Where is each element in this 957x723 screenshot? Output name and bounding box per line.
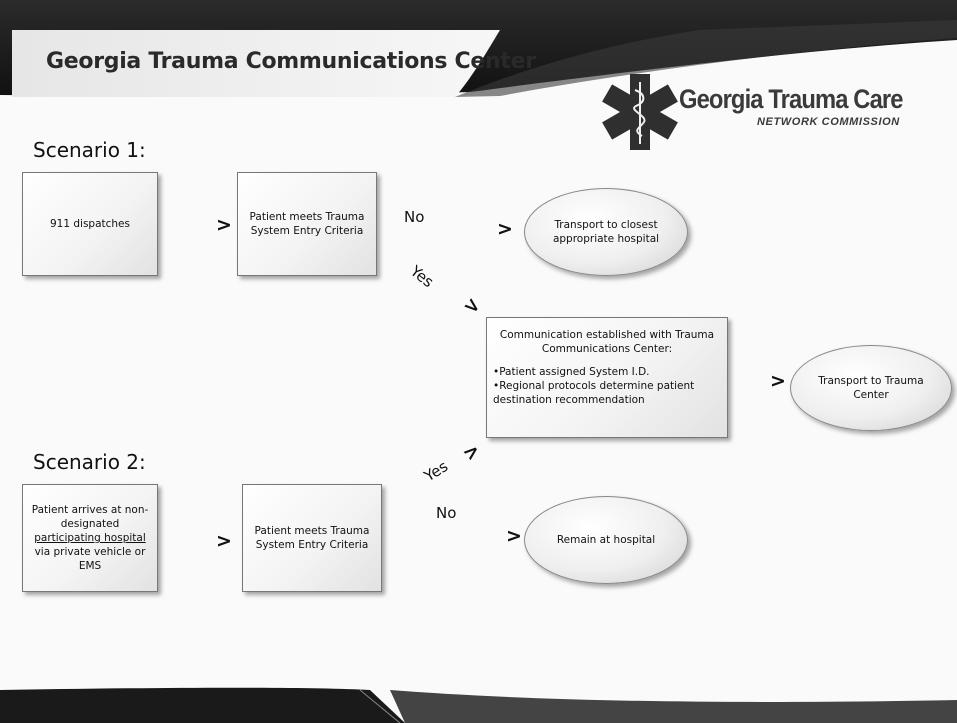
box-patient-arrives-line2: via private vehicle or EMS <box>34 546 146 572</box>
center-bullet-2: •Regional protocols determine patient de… <box>493 380 695 406</box>
s1-no-label: No <box>404 208 425 226</box>
spacer <box>493 356 721 365</box>
oval-remain-hospital: Remain at hospital <box>524 496 688 584</box>
logo: Georgia Trauma Care NETWORK COMMISSION <box>595 66 935 162</box>
box-patient-arrives: Patient arrives at non-designated partic… <box>22 484 158 592</box>
scenario-1-label: Scenario 1: <box>33 138 146 162</box>
star-of-life-icon <box>602 74 678 150</box>
participating-hospital-link: participating hospital <box>34 532 146 544</box>
box-s2-entry-criteria-text: Patient meets Trauma System Entry Criter… <box>254 525 370 551</box>
box-communication-center: Communication established with Trauma Co… <box>486 317 728 438</box>
scenario-2-label: Scenario 2: <box>33 450 146 474</box>
box-s1-entry-criteria-text: Patient meets Trauma System Entry Criter… <box>249 211 365 237</box>
center-bullet-1: •Patient assigned System I.D. <box>493 366 650 378</box>
box-s2-entry-criteria: Patient meets Trauma System Entry Criter… <box>242 484 382 592</box>
arrow-s1-no: > <box>497 218 513 240</box>
logo-subtitle: NETWORK COMMISSION <box>757 116 900 128</box>
arrow-center: > <box>770 370 786 392</box>
oval-remain-hospital-text: Remain at hospital <box>556 534 656 546</box>
arrow-s2-a: > <box>216 530 232 552</box>
box-911-dispatches: 911 dispatches <box>22 172 158 276</box>
page-title: Georgia Trauma Communications Center <box>46 49 536 74</box>
box-911-dispatches-text: 911 dispatches <box>49 218 130 230</box>
box-s1-entry-criteria: Patient meets Trauma System Entry Criter… <box>237 172 377 276</box>
center-heading: Communication established with Trauma Co… <box>499 329 715 355</box>
oval-trauma-center-text: Transport to Trauma Center <box>818 375 924 401</box>
logo-name: Georgia Trauma Care <box>679 84 904 114</box>
oval-trauma-center: Transport to Trauma Center <box>790 345 952 431</box>
arrow-s2-no: > <box>506 525 522 547</box>
arrow-s1-a: > <box>216 214 232 236</box>
box-patient-arrives-line1: Patient arrives at non-designated <box>31 504 149 530</box>
s2-no-label: No <box>436 504 457 522</box>
oval-closest-hospital-text: Transport to closest appropriate hospita… <box>552 219 660 245</box>
oval-closest-hospital: Transport to closest appropriate hospita… <box>524 188 688 276</box>
